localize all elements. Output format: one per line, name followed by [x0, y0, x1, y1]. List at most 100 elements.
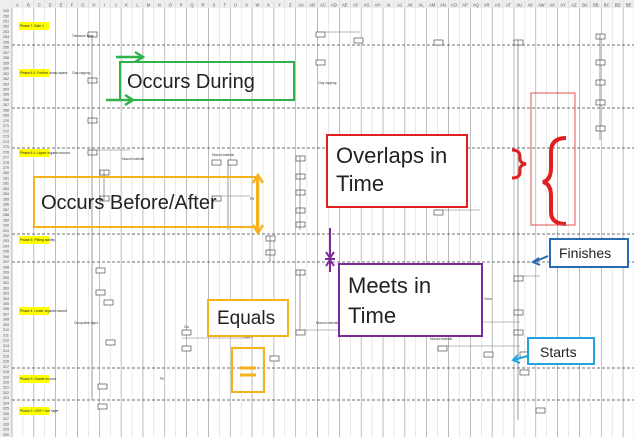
column-header: AR	[484, 2, 490, 7]
phase-label: Phase 4: Lower organic mound	[20, 309, 67, 313]
context-box	[87, 117, 98, 124]
row-number: 252	[3, 25, 9, 29]
equals-label: Equals	[217, 308, 276, 329]
context-label: Mound material	[316, 321, 338, 325]
row-number: 309	[3, 323, 9, 327]
row-number: 258	[3, 56, 9, 60]
column-header: BA	[582, 2, 588, 7]
column-header: A	[16, 2, 19, 7]
context-box	[99, 169, 110, 176]
context-box	[295, 221, 306, 228]
row-number: 270	[3, 119, 9, 123]
phase-dividers	[12, 44, 634, 401]
context-label: Clay capping	[72, 71, 91, 75]
row-number: 330	[3, 433, 9, 437]
context-box	[97, 403, 108, 410]
context-label: Clay capping	[318, 81, 337, 85]
row-number: 297	[3, 260, 9, 264]
row-number: 268	[3, 108, 9, 112]
column-header: AI	[386, 2, 390, 7]
column-header: AW	[538, 2, 545, 7]
column-header: AA	[298, 2, 304, 7]
finishes-arrow	[530, 255, 549, 266]
row-number: 292	[3, 234, 9, 238]
column-header: AZ	[571, 2, 577, 7]
context-box	[513, 275, 524, 282]
row-numbers: 2492502512522532542552562572582592602612…	[3, 9, 9, 437]
column-header: AD	[331, 2, 337, 7]
row-number: 307	[3, 312, 9, 316]
row-number: 276	[3, 150, 9, 154]
context-label: Pit	[250, 197, 254, 201]
context-box	[595, 33, 606, 40]
column-header: Q	[190, 2, 194, 7]
row-number: 256	[3, 46, 9, 50]
context-label: Oven	[484, 297, 492, 301]
row-number: 287	[3, 208, 9, 212]
overlaps-in-time-callout: Overlaps in Time	[326, 134, 468, 208]
context-box	[87, 77, 98, 84]
column-header: AJ	[397, 2, 402, 7]
phase-label-highlight	[19, 69, 49, 77]
meets-in-time-callout: Meets in Time	[338, 263, 483, 337]
column-header: AE	[342, 2, 348, 7]
column-header: BD	[615, 2, 621, 7]
row-number: 301	[3, 281, 9, 285]
row-header-bar	[0, 0, 12, 437]
column-header: AY	[560, 2, 565, 7]
context-box	[595, 99, 606, 106]
context-box	[513, 329, 524, 336]
row-number: 328	[3, 422, 9, 426]
row-number: 290	[3, 224, 9, 228]
column-header: AG	[364, 2, 370, 7]
column-header: C	[38, 2, 41, 7]
context-box	[105, 339, 116, 346]
occurs-during-label: Occurs During	[127, 71, 255, 93]
column-header: O	[169, 2, 173, 7]
equals-marker	[231, 347, 265, 393]
equals-callout: Equals	[207, 299, 289, 337]
column-header: AK	[408, 2, 414, 7]
column-header: AT	[506, 2, 511, 7]
column-header: BB	[593, 2, 599, 7]
overlaps-in-time-label: Overlaps in Time	[336, 143, 448, 196]
phase-label: Phase 7: Bale 1	[20, 24, 44, 28]
row-number: 323	[3, 396, 9, 400]
context-box	[227, 159, 238, 166]
column-header: AM	[429, 2, 436, 7]
context-box	[295, 155, 306, 162]
context-box	[315, 31, 326, 38]
phase-label-highlight	[19, 236, 49, 244]
row-number: 259	[3, 61, 9, 65]
context-box	[433, 39, 444, 46]
phase-label-highlight	[19, 149, 49, 157]
column-header: U	[234, 2, 237, 7]
row-number: 257	[3, 51, 9, 55]
context-box	[95, 289, 106, 296]
context-box	[295, 269, 306, 276]
context-box	[269, 355, 280, 362]
context-box	[97, 383, 108, 390]
row-number: 280	[3, 171, 9, 175]
context-box	[181, 345, 192, 352]
context-box	[315, 59, 326, 66]
context-box	[95, 267, 106, 274]
phase-label-highlight	[19, 307, 49, 315]
column-header: T	[224, 2, 227, 7]
context-box	[99, 195, 110, 202]
row-number: 260	[3, 67, 9, 71]
row-number: 329	[3, 428, 9, 432]
row-number: 304	[3, 297, 9, 301]
column-header: BC	[604, 2, 610, 7]
context-label: Tolerance bank	[72, 34, 94, 38]
phase-label: Phase 6.1: Upper organic mound	[20, 151, 70, 155]
starts-callout: Starts	[527, 337, 595, 365]
row-number: 284	[3, 192, 9, 196]
row-number: 269	[3, 114, 9, 118]
row-number: 271	[3, 124, 9, 128]
context-box	[295, 189, 306, 196]
row-number: 299	[3, 271, 9, 275]
meets-in-time-label: Meets in Time	[348, 273, 432, 328]
